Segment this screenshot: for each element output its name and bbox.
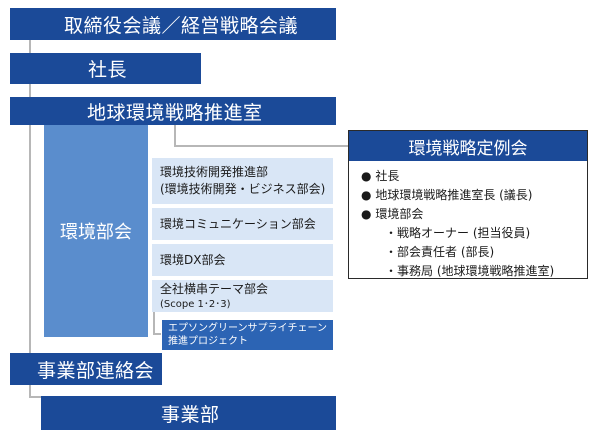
- business-division-box: 事業部: [41, 396, 336, 430]
- subgroup-cross-theme-line1: 全社横串テーマ部会: [160, 282, 269, 296]
- epson-green-supply-chain-box: エプソングリーンサプライチェーン 推進プロジェクト: [162, 320, 333, 350]
- meeting-member-label: 地球環境戦略推進室長 (議長): [375, 188, 533, 202]
- connector-business: [29, 396, 41, 398]
- connector-vertical-main: [29, 40, 31, 397]
- meeting-member-president: ● 社長: [361, 167, 587, 186]
- meeting-sub-secretariat: ・事務局 (地球環境戦略推進室): [385, 264, 555, 278]
- subgroup-tech-dev-line2: (環境技術開発・ビジネス部会): [160, 182, 326, 196]
- regular-meeting-panel: 環境戦略定例会 ● 社長 ● 地球環境戦略推進室長 (議長) ● 環境部会 ・戦…: [348, 130, 588, 279]
- board-meeting-box: 取締役会議／経営戦略会議: [10, 8, 336, 40]
- bullet-icon: ●: [361, 169, 372, 183]
- business-liaison-box: 事業部連絡会: [10, 353, 162, 385]
- epson-project-line1: エプソングリーンサプライチェーン: [168, 323, 327, 334]
- connector-office-to-meeting-v: [174, 124, 176, 146]
- env-dept-box: 環境部会: [44, 125, 148, 337]
- connector-epson-v: [153, 311, 155, 334]
- business-liaison-label: 事業部連絡会: [37, 359, 155, 382]
- env-strategy-office-box: 地球環境戦略推進室: [10, 97, 336, 125]
- epson-project-line2: 推進プロジェクト: [168, 336, 248, 347]
- regular-meeting-title: 環境戦略定例会: [349, 131, 587, 161]
- meeting-sub-dept-manager: ・部会責任者 (部長): [385, 245, 495, 259]
- meeting-member-label: 環境部会: [375, 207, 424, 221]
- bullet-icon: ●: [361, 188, 372, 202]
- subgroup-communication-label: 環境コミュニケーション部会: [160, 216, 316, 231]
- meeting-sub-strategy-owner: ・戦略オーナー (担当役員): [385, 226, 531, 240]
- business-division-label: 事業部: [161, 403, 220, 426]
- connector-office-to-meeting-h: [174, 145, 350, 147]
- meeting-member-env-dept: ● 環境部会: [361, 205, 587, 224]
- subgroup-cross-theme: 全社横串テーマ部会 (Scope 1･2･3): [152, 280, 333, 312]
- subgroup-communication: 環境コミュニケーション部会: [152, 208, 333, 240]
- president-label: 社長: [88, 59, 128, 81]
- president-box: 社長: [10, 53, 201, 84]
- regular-meeting-title-label: 環境戦略定例会: [408, 138, 528, 159]
- meeting-member-label: 社長: [375, 169, 400, 183]
- subgroup-dx: 環境DX部会: [152, 244, 333, 276]
- board-meeting-label: 取締役会議／経営戦略会議: [64, 14, 299, 37]
- bullet-icon: ●: [361, 207, 372, 221]
- regular-meeting-list: ● 社長 ● 地球環境戦略推進室長 (議長) ● 環境部会 ・戦略オーナー (担…: [349, 161, 587, 281]
- env-dept-label: 環境部会: [60, 222, 132, 243]
- env-strategy-office-label: 地球環境戦略推進室: [87, 101, 263, 124]
- subgroup-cross-theme-line2: (Scope 1･2･3): [160, 299, 231, 310]
- subgroup-tech-dev-line1: 環境技術開発推進部: [160, 165, 269, 179]
- connector-epson-h: [153, 333, 161, 335]
- subgroup-dx-label: 環境DX部会: [160, 252, 226, 267]
- meeting-member-office-head: ● 地球環境戦略推進室長 (議長): [361, 186, 587, 205]
- subgroup-tech-dev: 環境技術開発推進部 (環境技術開発・ビジネス部会): [152, 158, 333, 204]
